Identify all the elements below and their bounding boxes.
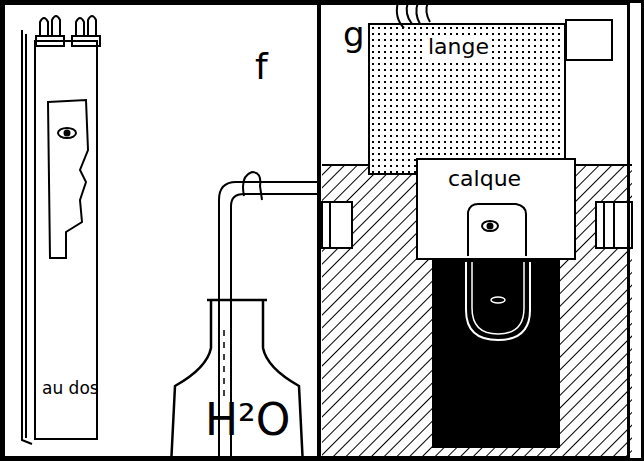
paper-sheet: au dos xyxy=(34,40,98,440)
printing-plate xyxy=(432,232,560,448)
clip-board xyxy=(22,16,100,444)
panel-box: g lange calque xyxy=(318,2,630,459)
water-bottle: H²O xyxy=(167,298,307,461)
panel-box: f au dosH²O xyxy=(2,2,320,459)
felt-sheet: lange xyxy=(368,23,566,175)
sketch-label: f xyxy=(255,49,268,85)
plate-image xyxy=(466,262,530,340)
sketch-label: g xyxy=(343,17,365,51)
face-sketch xyxy=(48,100,88,258)
sketch-label: lange xyxy=(425,35,492,59)
calque-face xyxy=(468,204,526,256)
hand-sketch xyxy=(397,2,430,28)
tracing-sheet: calque xyxy=(416,158,576,260)
sketch-label: au dos xyxy=(42,380,99,397)
sketch-label: calque xyxy=(448,168,521,190)
sketch-label: H²O xyxy=(205,398,290,442)
